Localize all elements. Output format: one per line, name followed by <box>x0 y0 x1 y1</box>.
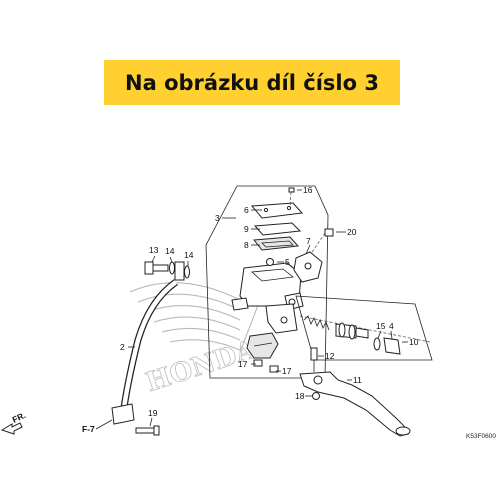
callout-11: 11 <box>353 375 362 385</box>
callout-17: 17 <box>282 366 292 376</box>
callout-4: 4 <box>389 321 394 331</box>
piston-spring <box>303 315 330 331</box>
figure-reference: F-7 <box>82 424 95 434</box>
callout-16: 16 <box>303 185 313 195</box>
cap-screw <box>288 187 295 193</box>
reservoir-cap <box>250 202 304 219</box>
mounting-bolt <box>324 228 334 237</box>
callout-15: 15 <box>376 321 386 331</box>
hose-fitting <box>111 403 135 425</box>
pivot-bolt <box>310 347 318 361</box>
banner-text: Na obrázku díl číslo 3 <box>125 70 379 95</box>
banner: Na obrázku díl číslo 3 <box>104 60 400 105</box>
banjo-bolt <box>144 261 154 275</box>
callout-12: 12 <box>325 351 335 361</box>
callout-2: 2 <box>120 342 125 352</box>
callout-10: 10 <box>409 337 419 347</box>
diagram-code: K53F0600 <box>466 433 496 440</box>
sealing-washer <box>169 261 175 275</box>
callout-6: 6 <box>244 205 249 215</box>
front-direction-arrow: FR. <box>0 410 28 435</box>
dust-boot <box>383 337 401 355</box>
callout-9: 9 <box>244 224 249 234</box>
callout-14: 14 <box>165 246 175 256</box>
callout-13: 13 <box>149 245 159 255</box>
diaphragm <box>253 236 300 251</box>
diaphragm-plate <box>253 222 302 236</box>
circlip <box>373 337 381 351</box>
callout-20: 20 <box>347 227 357 237</box>
callout-5: 5 <box>285 257 290 267</box>
callout-8: 8 <box>244 240 249 250</box>
callout-3: 3 <box>215 213 220 223</box>
callout-7: 7 <box>306 236 311 246</box>
callout-17: 17 <box>238 359 248 369</box>
callout-14: 14 <box>184 250 194 260</box>
callout-18: 18 <box>295 391 305 401</box>
pivot-nut <box>312 392 320 400</box>
front-direction-label: FR. <box>11 410 28 425</box>
sealing-washer <box>184 265 190 279</box>
leader-lines <box>128 189 408 427</box>
callout-19: 19 <box>148 408 158 418</box>
brake-switch <box>246 332 279 359</box>
